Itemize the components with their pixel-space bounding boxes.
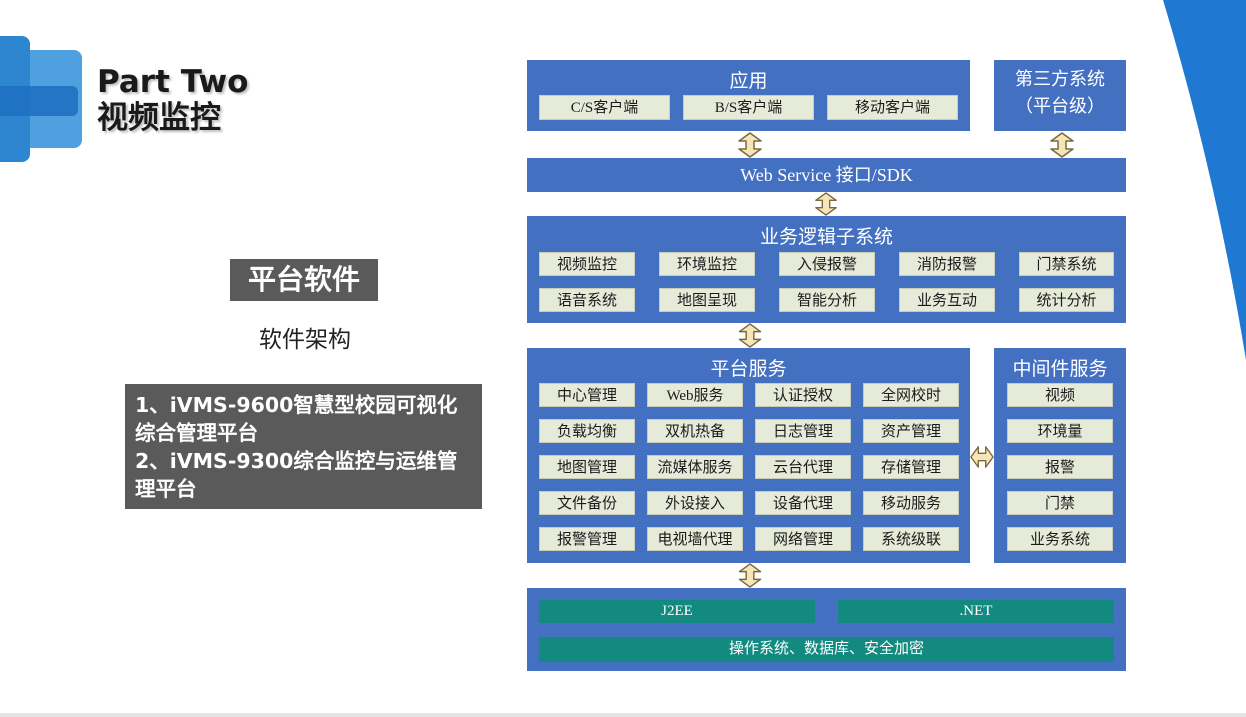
business-layer-title: 业务逻辑子系统 — [759, 227, 893, 248]
webservice-label: Web Service 接口/SDK — [740, 165, 913, 185]
app-item: C/S客户端 — [539, 95, 670, 120]
business-item: 智能分析 — [779, 288, 875, 312]
horizontal-double-arrow-icon — [970, 446, 994, 468]
middleware-item: 业务系统 — [1007, 527, 1113, 551]
platform-item: 设备代理 — [755, 491, 851, 515]
business-item: 消防报警 — [899, 252, 995, 276]
third-party-level: （平台级） — [1015, 96, 1105, 116]
platform-item: 系统级联 — [863, 527, 959, 551]
business-layer: 业务逻辑子系统 视频监控 环境监控 入侵报警 消防报警 门禁系统 语音系统 地图… — [527, 216, 1126, 323]
product-list: 1、iVMS-9600智慧型校园可视化综合管理平台 2、iVMS-9300综合监… — [125, 384, 482, 509]
platform-item: 移动服务 — [863, 491, 959, 515]
webservice-layer: Web Service 接口/SDK — [527, 158, 1126, 192]
architecture-subtitle: 软件架构 — [259, 327, 351, 353]
platform-item: 日志管理 — [755, 419, 851, 443]
platform-layer-title: 平台服务 — [710, 359, 787, 380]
double-arrow-icon — [738, 323, 762, 348]
dotnet-block: .NET — [838, 600, 1114, 623]
double-arrow-icon — [738, 563, 762, 588]
product-item: 2、iVMS-9300综合监控与运维管理平台 — [135, 449, 458, 501]
business-item: 门禁系统 — [1019, 252, 1114, 276]
business-item: 语音系统 — [539, 288, 635, 312]
business-item: 统计分析 — [1019, 288, 1114, 312]
platform-item: 中心管理 — [539, 383, 635, 407]
platform-software-badge: 平台软件 — [230, 259, 378, 301]
app-layer-title: 应用 — [729, 71, 768, 92]
section-heading: Part Two 视频监控 — [97, 64, 248, 136]
app-item: 移动客户端 — [827, 95, 958, 120]
platform-item: Web服务 — [647, 383, 743, 407]
business-item: 环境监控 — [659, 252, 755, 276]
platform-item: 电视墙代理 — [647, 527, 743, 551]
business-item: 业务互动 — [899, 288, 995, 312]
app-layer: 应用 C/S客户端 B/S客户端 移动客户端 — [527, 60, 970, 131]
middleware-layer: 中间件服务 视频 环境量 报警 门禁 业务系统 — [994, 348, 1126, 563]
footer-divider — [0, 713, 1246, 717]
middleware-item: 环境量 — [1007, 419, 1113, 443]
business-item: 入侵报警 — [779, 252, 875, 276]
platform-item: 报警管理 — [539, 527, 635, 551]
middleware-item: 报警 — [1007, 455, 1113, 479]
platform-item: 资产管理 — [863, 419, 959, 443]
platform-item: 文件备份 — [539, 491, 635, 515]
third-party-block: 第三方系统 （平台级） — [994, 60, 1126, 131]
third-party-title: 第三方系统 — [1015, 69, 1105, 89]
business-item: 地图呈现 — [659, 288, 755, 312]
middleware-item: 门禁 — [1007, 491, 1113, 515]
app-item: B/S客户端 — [683, 95, 814, 120]
product-item: 1、iVMS-9600智慧型校园可视化综合管理平台 — [135, 393, 458, 445]
platform-item: 全网校时 — [863, 383, 959, 407]
middleware-layer-title: 中间件服务 — [1012, 359, 1108, 380]
platform-item: 认证授权 — [755, 383, 851, 407]
double-arrow-icon — [815, 192, 837, 216]
double-arrow-icon — [738, 132, 762, 158]
platform-item: 双机热备 — [647, 419, 743, 443]
platform-item: 云台代理 — [755, 455, 851, 479]
topic-label: 视频监控 — [97, 100, 221, 136]
deco-square-bar — [0, 86, 78, 116]
platform-item: 存储管理 — [863, 455, 959, 479]
decor-arc — [1163, 0, 1246, 360]
double-arrow-icon — [1050, 132, 1074, 158]
platform-item: 外设接入 — [647, 491, 743, 515]
platform-item: 负载均衡 — [539, 419, 635, 443]
os-db-security-block: 操作系统、数据库、安全加密 — [539, 637, 1114, 662]
platform-item: 网络管理 — [755, 527, 851, 551]
platform-layer: 平台服务 中心管理 Web服务 认证授权 全网校时 负载均衡 双机热备 日志管理… — [527, 348, 970, 563]
platform-item: 流媒体服务 — [647, 455, 743, 479]
part-label: Part Two — [97, 64, 249, 100]
business-item: 视频监控 — [539, 252, 635, 276]
middleware-item: 视频 — [1007, 383, 1113, 407]
j2ee-block: J2EE — [539, 600, 815, 623]
platform-item: 地图管理 — [539, 455, 635, 479]
base-layer: J2EE .NET 操作系统、数据库、安全加密 — [527, 588, 1126, 671]
